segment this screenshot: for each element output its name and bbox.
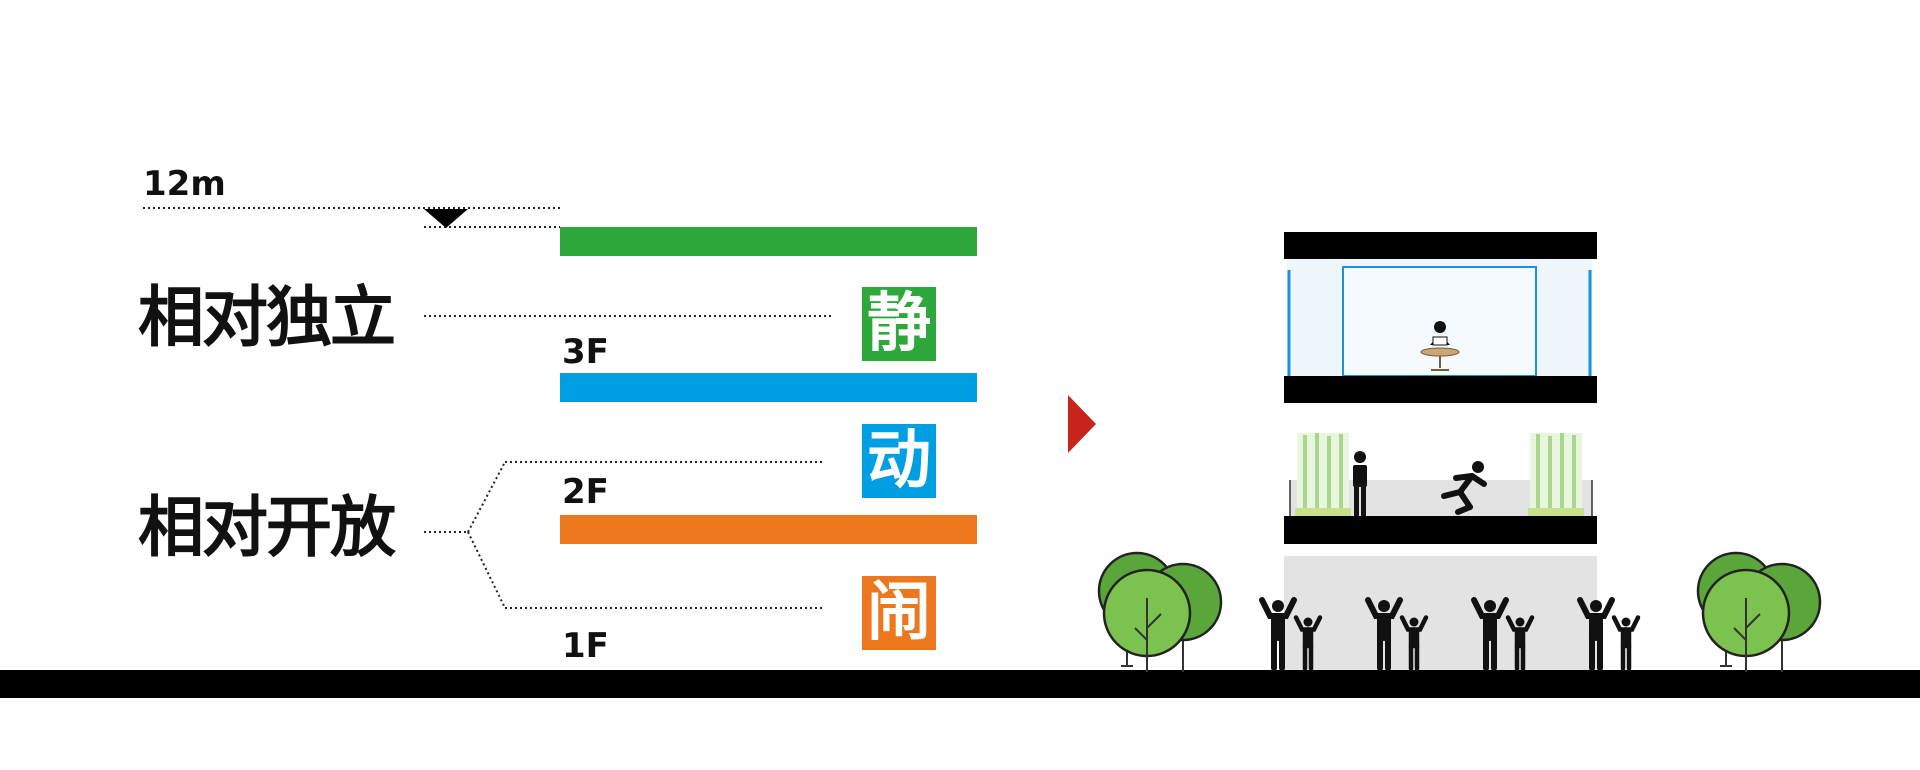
cheering-person-icon xyxy=(1505,615,1535,671)
floor-3f-slab xyxy=(1284,376,1597,403)
leader-open-down xyxy=(467,531,506,609)
leader-open-up xyxy=(467,461,506,533)
tile-lively: 闹 xyxy=(862,576,936,650)
building-section xyxy=(1284,232,1597,670)
cheering-person-icon xyxy=(1611,615,1641,671)
ground-floor-plaza xyxy=(1284,556,1597,670)
zone-label-independent: 相对独立 xyxy=(138,279,396,356)
cheering-person-icon xyxy=(1293,615,1323,671)
ground-line xyxy=(0,670,1920,698)
cheering-person-icon xyxy=(1365,597,1403,671)
floor-2f-slab xyxy=(1284,516,1597,544)
roof-slab xyxy=(1284,232,1597,259)
dotted-leaders xyxy=(143,207,832,609)
floor-label-2f: 2F xyxy=(562,472,609,512)
trees xyxy=(1097,551,1822,672)
tree-icon xyxy=(1097,551,1223,672)
down-triangle-icon xyxy=(424,209,468,228)
cheering-crowd xyxy=(1259,597,1641,671)
right-arrow-icon xyxy=(1068,395,1096,453)
cheering-person-icon xyxy=(1259,597,1297,671)
floor-band-blue xyxy=(560,373,977,402)
cheering-person-icon xyxy=(1577,597,1615,671)
floor-band-green xyxy=(560,227,977,256)
height-label-12m: 12m xyxy=(143,164,226,204)
tile-quiet: 静 xyxy=(862,287,936,361)
floor-label-1f: 1F xyxy=(562,626,609,666)
running-person-icon xyxy=(1441,461,1487,515)
cheering-person-icon xyxy=(1399,615,1429,671)
standing-person-icon xyxy=(1353,451,1367,517)
floor-label-3f: 3F xyxy=(562,332,609,372)
bamboo-planter-icon xyxy=(1295,433,1351,516)
bamboo-planter-icon xyxy=(1528,433,1584,516)
cheering-person-icon xyxy=(1471,597,1509,671)
reading-person-icon xyxy=(1420,321,1460,371)
floor-band-orange xyxy=(560,515,977,544)
tree-icon xyxy=(1696,551,1822,672)
tile-active: 动 xyxy=(862,424,936,498)
zone-label-open: 相对开放 xyxy=(138,489,396,566)
